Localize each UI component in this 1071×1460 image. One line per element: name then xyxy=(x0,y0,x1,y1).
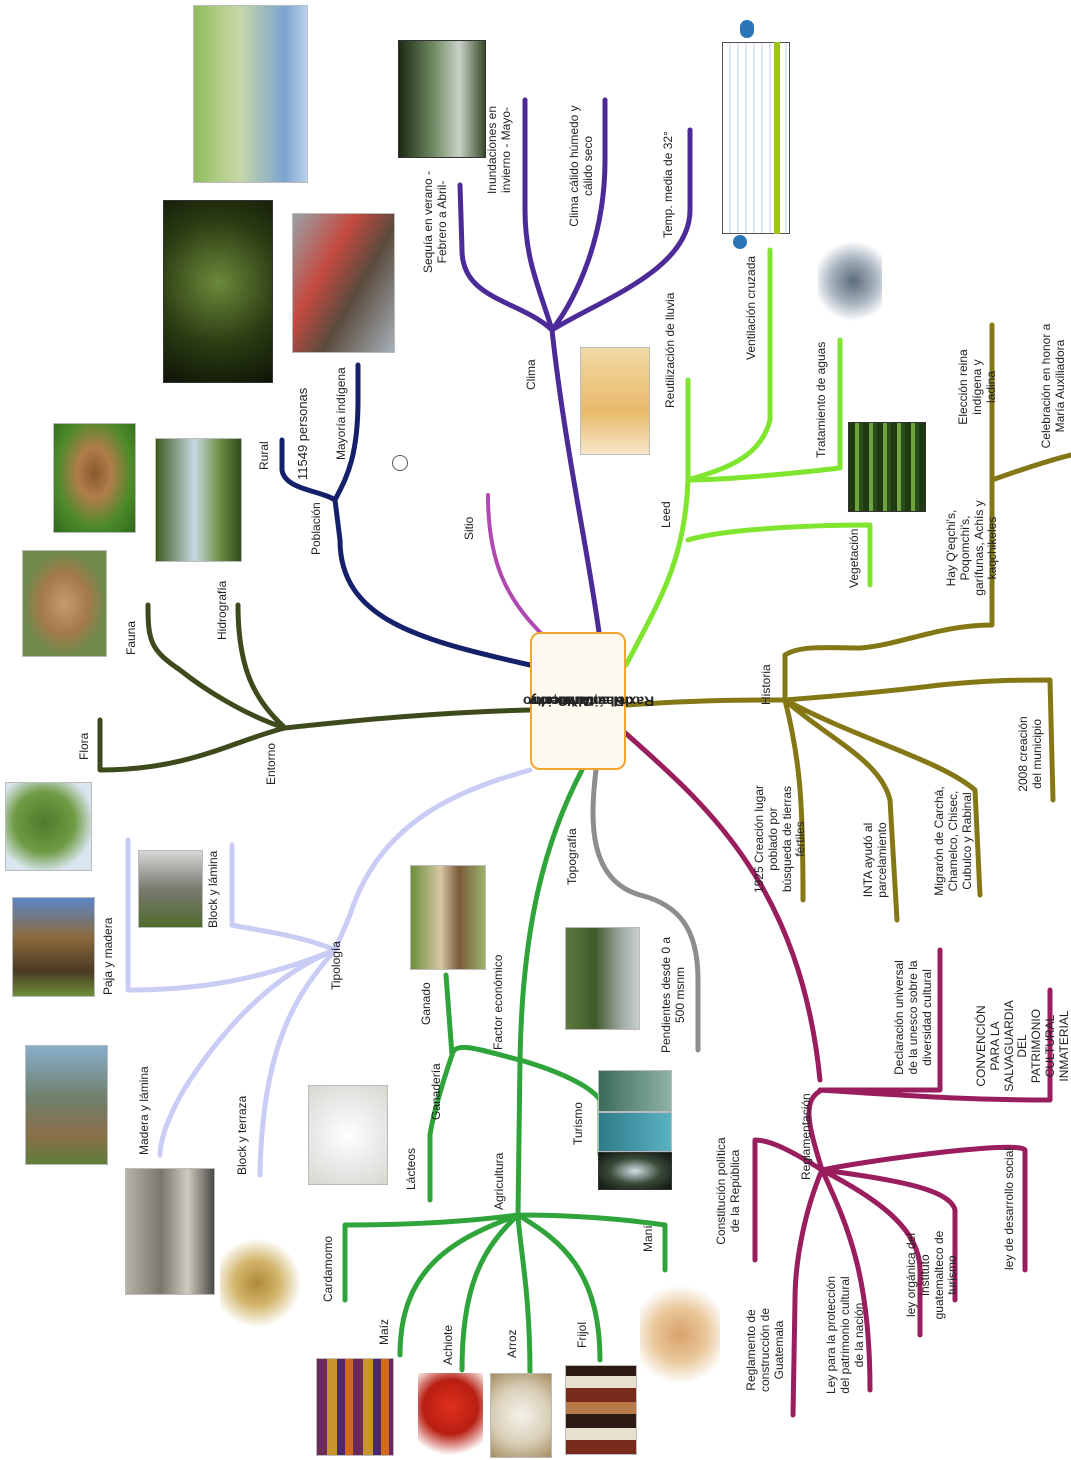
cattle-photo xyxy=(410,865,486,970)
flood-photo xyxy=(398,40,486,158)
poblacion-item[interactable]: 11549 personas xyxy=(295,387,310,480)
agricultura-item[interactable]: Maní xyxy=(641,1225,655,1252)
center-node[interactable]: Centro Cultural y Revitalización del ent… xyxy=(523,632,655,770)
entorno-item[interactable]: Fauna xyxy=(124,620,138,655)
branch-entorno xyxy=(97,602,533,773)
historia-item[interactable]: Celebración en honor a María Auxiliadora xyxy=(1039,323,1067,449)
agricultura-item[interactable]: Arroz xyxy=(505,1329,519,1358)
branch-label-tipologia[interactable]: Tipología xyxy=(329,941,343,990)
ganaderia-label[interactable]: Ganadería xyxy=(429,1063,443,1120)
branch-economia xyxy=(342,767,668,1378)
fauna-photo xyxy=(53,423,136,533)
reglamentacion-item[interactable]: Reglamento de construcción de Guatemala xyxy=(744,1307,786,1393)
leed-item[interactable]: Ventilación cruzada xyxy=(744,255,758,360)
reglamentacion-item[interactable]: Constitución política de la República xyxy=(714,1137,742,1245)
branch-label-topografia[interactable]: Topografía xyxy=(565,828,579,885)
ganaderia-item[interactable]: Lácteos xyxy=(404,1147,418,1190)
historia-item[interactable]: Migrarón de Carchá, Chamelco, Chisec, Cu… xyxy=(932,786,974,896)
branch-label-clima[interactable]: Clima xyxy=(524,359,538,390)
cardamom-photo xyxy=(220,1238,302,1328)
achiote-photo xyxy=(418,1373,483,1458)
reglamentacion-item[interactable]: ley de desarrollo social xyxy=(1002,1147,1016,1270)
entorno-item[interactable]: Hidrografía xyxy=(215,580,229,640)
terrace-house-photo xyxy=(125,1168,215,1295)
tipologia-item[interactable]: Paja y madera xyxy=(101,917,115,995)
branch-label-leed[interactable]: Leed xyxy=(659,501,673,528)
poblacion-item[interactable]: Rural xyxy=(257,441,271,470)
branch-label-reglamentacion[interactable]: Reglamentación xyxy=(799,1093,813,1180)
leed-item[interactable]: Tratamiento de aguas xyxy=(814,341,828,458)
green-bar xyxy=(774,42,780,234)
branch-poblacion xyxy=(279,362,533,668)
tipologia-item[interactable]: Madera y lámina xyxy=(137,1066,151,1155)
poblacion-item[interactable]: Mayoría indígena xyxy=(334,367,348,460)
tipologia-item[interactable]: Block y terraza xyxy=(235,1095,249,1175)
turismo-photo xyxy=(598,1070,672,1112)
beans-photo xyxy=(565,1365,637,1455)
block-house-photo xyxy=(138,850,203,928)
reglamentacion-item[interactable]: Declaración universal de la unesco sobre… xyxy=(892,960,934,1075)
branch-clima xyxy=(457,97,693,643)
vegetation-photo xyxy=(848,422,926,512)
rainwater-house-diagram xyxy=(580,347,650,455)
tipologia-item[interactable]: Block y lámina xyxy=(206,850,220,928)
tree-photo xyxy=(5,782,92,871)
center-title: Centro Cultural y Revitalización del ent… xyxy=(523,693,655,710)
branch-label-sitio[interactable]: Sitio xyxy=(462,516,476,540)
historia-item[interactable]: 1925 Creación lugar poblado por búsqueda… xyxy=(752,784,808,894)
valley-photo xyxy=(565,927,640,1030)
people-photo xyxy=(292,213,395,353)
agricultura-label[interactable]: Agricultura xyxy=(492,1152,506,1210)
rice-photo xyxy=(490,1373,552,1458)
reglamentacion-item[interactable]: ley orgánica del instituto guatemalteco … xyxy=(904,1230,960,1320)
clima-item[interactable]: Temp. media de 32° xyxy=(661,131,675,238)
clima-item[interactable]: Sequía en verano - Febrero a Abril- xyxy=(421,170,449,274)
cave-photo xyxy=(598,1152,672,1190)
branch-historia xyxy=(623,322,1071,923)
turismo-label[interactable]: Turismo xyxy=(571,1102,585,1145)
street-photo xyxy=(193,5,308,183)
branch-label-poblacion[interactable]: Población xyxy=(309,502,323,555)
branch-tipologia xyxy=(125,767,533,1178)
branch-sitio xyxy=(486,493,550,642)
historia-item[interactable]: INTA ayudó al parcelamiento xyxy=(861,822,889,898)
forest-photo xyxy=(163,200,273,383)
ventilation-arrow-icon xyxy=(733,235,747,249)
reglamentacion-item[interactable]: Ley para la protección del patrimonio cu… xyxy=(824,1275,866,1395)
deer-photo xyxy=(22,550,107,657)
branch-label-economia[interactable]: Factor económico xyxy=(491,954,505,1050)
turismo-photo xyxy=(598,1112,672,1152)
ventilation-arrow-icon xyxy=(740,20,754,38)
clima-item[interactable]: Inundaciones en invierno - Mayo- xyxy=(485,105,513,195)
historia-item[interactable]: 2008 creación del municipio xyxy=(1016,716,1044,792)
water-tank-diagram xyxy=(818,236,882,326)
leed-item[interactable]: Reutilización de lluvia xyxy=(663,292,677,408)
compass-icon xyxy=(392,455,408,471)
branch-label-entorno[interactable]: Entorno xyxy=(264,742,278,785)
corn-photo xyxy=(316,1358,394,1456)
peanut-photo xyxy=(640,1282,720,1387)
agricultura-item[interactable]: Achiote xyxy=(441,1324,455,1365)
milk-photo xyxy=(308,1085,388,1185)
topografia-item[interactable]: Pendientes desde 0 a 500 msnm xyxy=(659,936,687,1054)
branch-label-historia[interactable]: Historia xyxy=(759,664,773,705)
reglamentacion-item[interactable]: CONVENCIÓN PARA LA SALVAGUARDIA DEL PATR… xyxy=(974,1000,1071,1092)
historia-item[interactable]: Hay Q'eqchi's, Poqomchi's, garífunas, Ac… xyxy=(944,500,1000,596)
agricultura-item[interactable]: Frijol xyxy=(575,1322,589,1348)
ganaderia-item[interactable]: Ganado xyxy=(419,982,433,1025)
river-photo xyxy=(155,438,242,562)
thatch-house-photo xyxy=(12,897,95,997)
agricultura-item[interactable]: Cardamomo xyxy=(321,1235,335,1302)
clima-item[interactable]: Clima cálido húmedo y cálido seco xyxy=(567,105,595,227)
branch-reglamentacion xyxy=(619,727,1053,1418)
entorno-item[interactable]: Flora xyxy=(77,732,91,760)
historia-item[interactable]: Elección reina indígena y ladina xyxy=(956,349,998,425)
branch-topografia xyxy=(590,767,701,1053)
branch-leed xyxy=(623,247,873,668)
agricultura-item[interactable]: Maíz xyxy=(377,1318,391,1345)
leed-item[interactable]: Vegetación xyxy=(847,528,861,588)
wood-house-photo xyxy=(25,1045,108,1165)
